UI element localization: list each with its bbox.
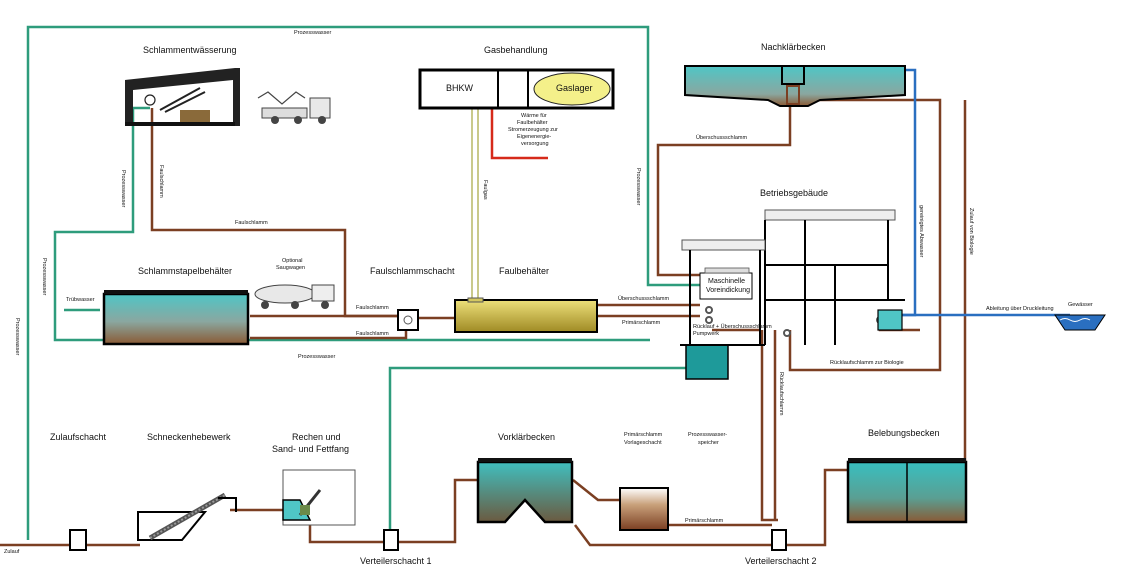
- primary-sludge-shaft: [619, 487, 669, 531]
- title-vorklaerbecken: Vorklärbecken: [498, 432, 556, 442]
- title-nachklaerbecken: Nachklärbecken: [761, 42, 826, 52]
- digested-sludge-shaft: [397, 309, 419, 331]
- dewatering-building: [125, 68, 331, 126]
- flow-faulschlamm-lower: Faulschlamm: [356, 331, 389, 337]
- flow-prozesswasser-top: Prozesswasser: [294, 30, 332, 36]
- flow-ueberschussschlamm-top: Überschussschlamm: [696, 135, 748, 141]
- title-primaerschlamm-vorlage-1: Primärschlamm: [624, 432, 663, 438]
- flow-ableitung: Ableitung über Druckleitung: [986, 306, 1054, 312]
- operations-building: [680, 209, 905, 346]
- note-waerme-4: Eigenenergie-: [517, 134, 552, 140]
- title-prozesswasserspeicher-2: speicher: [698, 440, 719, 446]
- flow-zulauf-von-biologie: Zulauf von Biologie: [968, 208, 974, 255]
- receiving-water: [1054, 314, 1106, 331]
- title-gewaesser: Gewässer: [1068, 302, 1093, 308]
- flow-ruecklauf-2: Pumpwerk: [693, 331, 719, 337]
- energy-line: [490, 108, 548, 160]
- gas-treatment: [418, 68, 615, 110]
- flow-ruecklaufschlamm-vert: Rücklaufschlamm: [778, 372, 784, 416]
- flow-faulschlamm-upper: Faulschlamm: [356, 305, 389, 311]
- distribution-shaft-1: [383, 529, 399, 551]
- flow-zulauf: Zulauf: [4, 549, 20, 555]
- title-schlammentwaesserung: Schlammentwässerung: [143, 45, 237, 55]
- screw-pump: [137, 492, 237, 541]
- flow-ruecklaufschlamm-biologie: Rücklaufschlamm zur Biologie: [830, 360, 904, 366]
- digester-tank: [454, 297, 598, 333]
- flow-faulgas: Faulgas: [482, 180, 488, 200]
- gas-pipe: [471, 108, 479, 302]
- title-zulaufschacht: Zulaufschacht: [50, 432, 107, 442]
- flow-faulschlamm-vert: Faulschlamm: [158, 165, 164, 198]
- flow-prozesswasser-entwaesserung: Prozesswasser: [120, 170, 126, 208]
- note-optional-2: Saugwagen: [276, 265, 306, 271]
- title-verteilerschacht-1: Verteilerschacht 1: [360, 556, 432, 566]
- label-bhkw: BHKW: [446, 83, 473, 93]
- note-waerme-3: Stromerzeugung zur: [508, 127, 558, 133]
- flow-primaerschlamm-bottom: Primärschlamm: [685, 518, 724, 524]
- flow-prozesswasser-left-inner: Prozesswasser: [41, 258, 47, 296]
- title-faulbehaelter: Faulbehälter: [499, 266, 550, 276]
- title-gasbehandlung: Gasbehandlung: [484, 45, 548, 55]
- flow-prozesswasser-left-outer: Prozesswasser: [14, 318, 20, 356]
- label-maschinelle-1: Maschinelle: [708, 278, 745, 285]
- flow-prozesswasser-right: Prozesswasser: [635, 168, 641, 206]
- note-optional-1: Optional: [282, 258, 303, 264]
- title-betriebsgebaeude: Betriebsgebäude: [760, 188, 829, 198]
- title-rechen-2: Sand- und Fettfang: [272, 444, 350, 454]
- title-schneckenhebewerk: Schneckenhebewerk: [147, 432, 231, 442]
- note-waerme-1: Wärme für: [521, 113, 547, 119]
- screen-grit-chamber: [282, 469, 356, 526]
- title-primaerschlamm-vorlage-2: Vorlageschacht: [624, 440, 662, 446]
- flow-gereinigtes-abwasser: gereinigtes Abwasser: [918, 205, 924, 258]
- sludge-storage-tank: [102, 284, 335, 346]
- title-rechen-1: Rechen und: [292, 432, 341, 442]
- inlet-shaft: [69, 529, 87, 551]
- note-waerme-5: versorgung: [521, 141, 549, 147]
- title-prozesswasserspeicher-1: Prozesswasser-: [688, 432, 728, 438]
- aeration-tank: [846, 458, 968, 524]
- flow-primaerschlamm-mid: Primärschlamm: [622, 320, 661, 326]
- label-maschinelle-2: Voreindickung: [706, 287, 750, 294]
- flow-truebwasser: Trübwasser: [66, 297, 95, 303]
- flow-ueberschussschlamm-mid: Überschussschlamm: [618, 296, 670, 302]
- clean-water-pipes: [878, 68, 1070, 317]
- title-verteilerschacht-2: Verteilerschacht 2: [745, 556, 817, 566]
- flow-ruecklauf-1: Rücklauf + Überschussschlamm: [693, 324, 772, 330]
- flow-prozesswasser-bottom: Prozesswasser: [298, 354, 336, 360]
- title-schlammstapelbehaelter: Schlammstapelbehälter: [138, 266, 233, 276]
- process-water-tank: [685, 344, 729, 380]
- sludge-pipes: [0, 90, 967, 547]
- label-gaslager: Gaslager: [556, 83, 593, 93]
- title-faulschlammschacht: Faulschlammschacht: [370, 266, 455, 276]
- primary-clarifier: [476, 458, 574, 524]
- distribution-shaft-2: [771, 529, 787, 551]
- flow-faulschlamm-horiz: Faulschlamm: [235, 220, 268, 226]
- secondary-clarifier: [684, 65, 906, 107]
- title-belebungsbecken: Belebungsbecken: [868, 428, 940, 438]
- note-waerme-2: Faulbehälter: [517, 120, 548, 126]
